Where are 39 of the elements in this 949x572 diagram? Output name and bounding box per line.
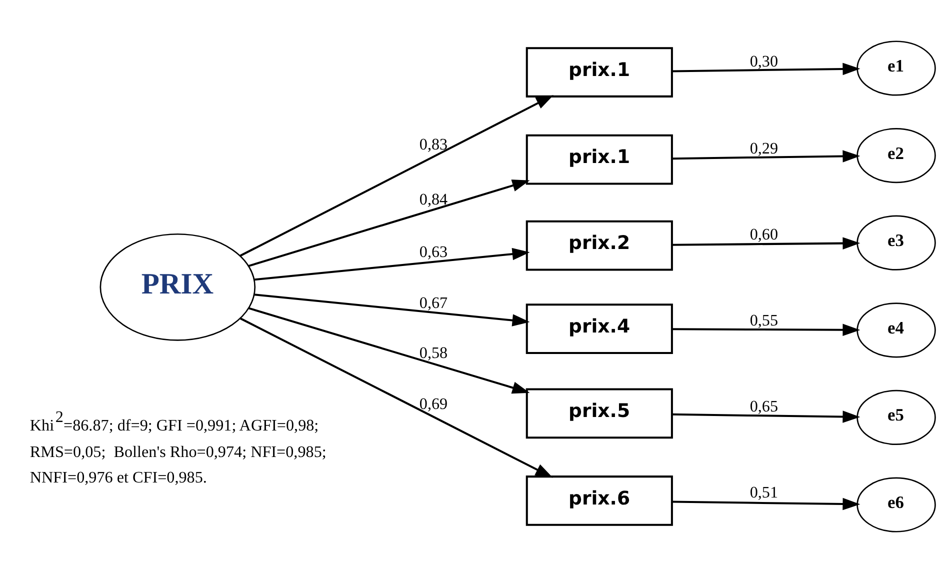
node-ellipse: e4 [856, 302, 936, 358]
edge-label: 0,67 [419, 294, 448, 312]
edge-label: 0,58 [419, 344, 448, 362]
edge-label: 0,69 [419, 395, 448, 412]
node-box: prix.1 [526, 134, 673, 184]
arrow [672, 150, 860, 162]
node-box: prix.5 [526, 388, 673, 438]
node-box: prix.2 [526, 220, 673, 270]
arrow [240, 317, 553, 478]
node-box: prix.4 [526, 303, 673, 354]
node-box: prix.1 [526, 46, 673, 97]
arrow [672, 497, 860, 510]
arrow [254, 247, 530, 280]
edge-label: 0,55 [750, 312, 778, 330]
edge-label: 0,51 [750, 484, 778, 502]
edge-label: 0,65 [750, 398, 778, 416]
arrow [672, 323, 860, 336]
edge-label: 0,29 [750, 140, 778, 158]
node-ellipse: PRIX [100, 232, 256, 340]
arrow [248, 306, 530, 394]
node-ellipse: e3 [856, 214, 936, 270]
edge-label: 0,63 [419, 244, 448, 261]
label: RMS=0,05; Bollen's Rho=0,974; NFI=0,985; [30, 444, 326, 461]
label: NNFI=0,976 et CFI=0,985. [30, 469, 207, 486]
edge-label: 0,84 [419, 191, 448, 208]
arrow [240, 94, 554, 256]
edge-label: 0,60 [750, 226, 778, 244]
arrow [672, 410, 860, 422]
node-ellipse: e6 [856, 476, 936, 532]
edge-label: 0,83 [419, 136, 448, 154]
node-ellipse: e1 [856, 40, 936, 96]
node-ellipse: e2 [856, 128, 936, 183]
node-box: prix.6 [526, 475, 673, 526]
arrow [672, 236, 860, 249]
edge-label: 0,30 [750, 52, 778, 70]
arrow [672, 62, 860, 75]
node-ellipse: e5 [856, 389, 936, 444]
arrow [254, 293, 530, 326]
arrow [248, 179, 530, 266]
